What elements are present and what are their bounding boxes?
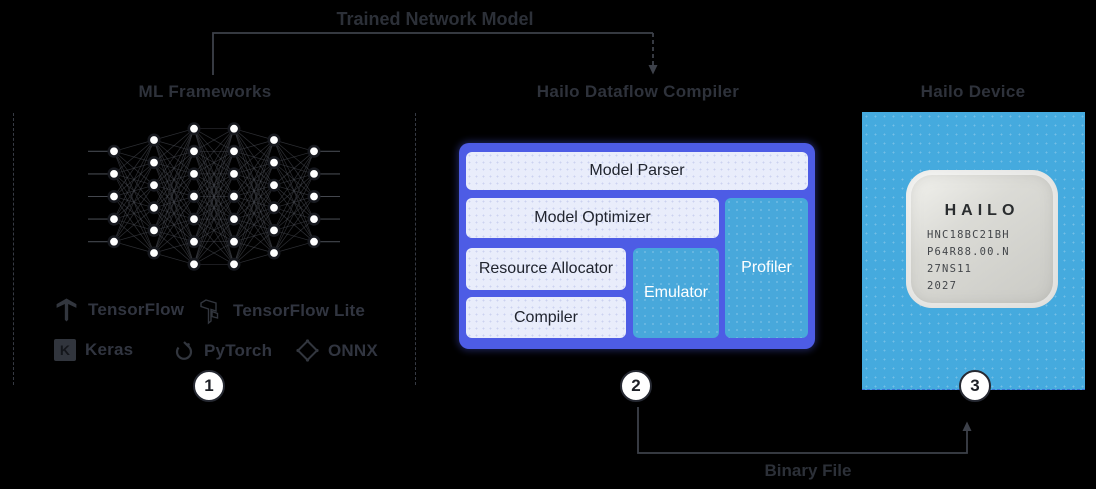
pytorch-icon xyxy=(175,341,193,360)
binary-file-connector xyxy=(637,407,968,454)
chip-brand-logo: HAILO xyxy=(944,202,1020,219)
framework-tensorflow-lite: TensorFlow Lite xyxy=(198,297,365,325)
compiler-block: Compiler xyxy=(466,297,626,338)
emulator-block: Emulator xyxy=(633,248,719,338)
model-parser-block: Model Parser xyxy=(466,152,808,190)
framework-label: Keras xyxy=(85,340,134,359)
trained-model-connector xyxy=(212,32,653,75)
hailo-device-title: Hailo Device xyxy=(920,82,1026,101)
neural-network-nodes xyxy=(107,122,321,271)
tensorflow-icon xyxy=(56,298,77,322)
resource-allocator-block: Resource Allocator xyxy=(466,248,626,290)
chip-marking-line: P64R88.00.N xyxy=(927,246,1010,258)
framework-pytorch: PyTorch xyxy=(173,339,272,363)
framework-label: TensorFlow xyxy=(88,300,185,319)
up-arrowhead-icon xyxy=(962,421,972,431)
framework-label: TensorFlow Lite xyxy=(233,301,366,320)
onnx-icon xyxy=(296,339,319,362)
framework-label: PyTorch xyxy=(204,341,273,360)
trained-network-model-label: Trained Network Model xyxy=(336,9,534,29)
chip-marking-line: HNC18BC21BH xyxy=(927,229,1010,241)
ml-section-right-edge xyxy=(415,113,416,385)
step-3-badge: 3 xyxy=(959,370,991,402)
hailo-dataflow-compiler-title: Hailo Dataflow Compiler xyxy=(536,82,740,101)
tensorflow-lite-icon xyxy=(200,299,219,325)
chip-marking-line: 27NS11 xyxy=(927,263,973,275)
ml-frameworks-title: ML Frameworks xyxy=(138,82,272,101)
neural-network-edges xyxy=(113,128,315,265)
model-optimizer-block: Model Optimizer xyxy=(466,198,719,238)
binary-file-label: Binary File xyxy=(764,461,852,480)
hailo-device-panel: HAILO HNC18BC21BH P64R88.00.N 27NS11 202… xyxy=(862,112,1085,390)
keras-icon: K xyxy=(54,339,76,361)
framework-label: ONNX xyxy=(328,340,378,360)
keras-letter: K xyxy=(59,342,71,358)
step-1-badge: 1 xyxy=(193,370,225,402)
framework-onnx: ONNX xyxy=(296,339,378,362)
step-2-badge: 2 xyxy=(620,370,652,402)
hailo-chip: HAILO HNC18BC21BH P64R88.00.N 27NS11 202… xyxy=(906,170,1058,308)
neural-network-io-stubs xyxy=(88,150,340,243)
dataflow-compiler-container: Model Parser Model Optimizer Profiler Re… xyxy=(459,143,815,349)
chip-markings: HNC18BC21BH P64R88.00.N 27NS11 2027 xyxy=(927,227,1058,295)
ml-section-left-edge xyxy=(13,113,14,385)
framework-tensorflow: TensorFlow xyxy=(54,297,184,323)
framework-keras: K Keras xyxy=(54,339,133,361)
down-arrowhead-icon xyxy=(648,65,658,75)
profiler-block: Profiler xyxy=(725,198,808,338)
chip-marking-line: 2027 xyxy=(927,280,958,292)
